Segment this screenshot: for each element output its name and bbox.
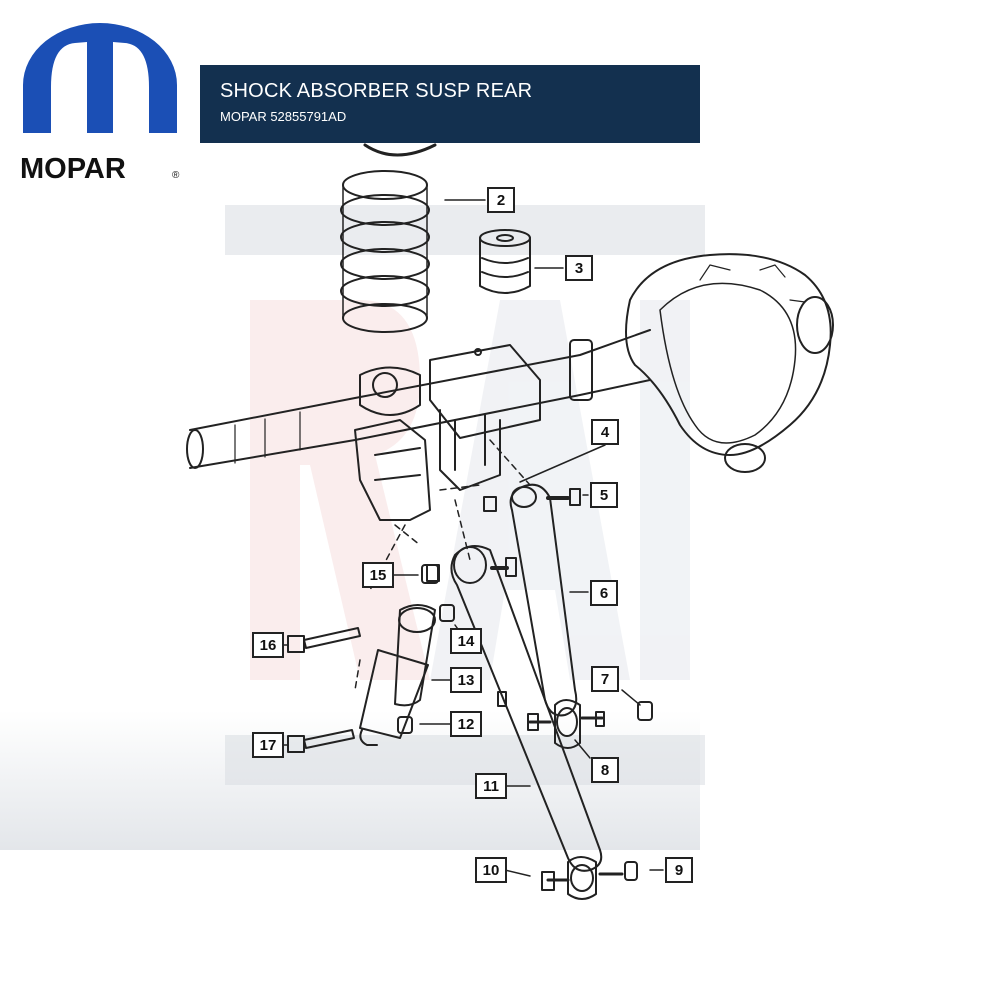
- mopar-wordmark: MOPAR: [20, 153, 126, 185]
- nut-7: [637, 701, 653, 721]
- mopar-logo: MOPAR ®: [15, 15, 185, 185]
- mopar-m-mark: [23, 23, 177, 133]
- bolt-17: [287, 729, 355, 753]
- callout-17[interactable]: 17: [252, 732, 284, 758]
- callout-5[interactable]: 5: [590, 482, 618, 508]
- part-title-banner: SHOCK ABSORBER SUSP REAR MOPAR 52855791A…: [200, 65, 700, 143]
- part-number: MOPAR 52855791AD: [220, 109, 347, 124]
- callout-7[interactable]: 7: [591, 666, 619, 692]
- rear-axle: [186, 253, 834, 473]
- callout-15[interactable]: 15: [362, 562, 394, 588]
- ram-watermark: [225, 205, 705, 785]
- nut-12: [397, 716, 413, 734]
- rear-bushing: [497, 691, 605, 749]
- callout-12[interactable]: 12: [450, 711, 482, 737]
- callout-10[interactable]: 10: [475, 857, 507, 883]
- shock-absorber: [359, 604, 436, 746]
- nut-14: [439, 604, 455, 622]
- jounce-bumper: [479, 229, 531, 294]
- callout-13[interactable]: 13: [450, 667, 482, 693]
- callout-14[interactable]: 14: [450, 628, 482, 654]
- callout-2[interactable]: 2: [487, 187, 515, 213]
- callout-4[interactable]: 4: [591, 419, 619, 445]
- nut-15: [421, 564, 439, 584]
- shock-bracket: [354, 419, 431, 521]
- coil-spring: [340, 170, 430, 333]
- callout-8[interactable]: 8: [591, 757, 619, 783]
- bolt-16: [287, 627, 361, 653]
- spring-seat: [359, 366, 421, 416]
- callout-3[interactable]: 3: [565, 255, 593, 281]
- part-title: SHOCK ABSORBER SUSP REAR: [220, 80, 533, 102]
- registered-mark: ®: [172, 170, 180, 181]
- callout-9[interactable]: 9: [665, 857, 693, 883]
- lower-rear-bushing: [541, 856, 638, 900]
- callout-6[interactable]: 6: [590, 580, 618, 606]
- spring-isolator: [363, 143, 437, 157]
- callout-16[interactable]: 16: [252, 632, 284, 658]
- callout-11[interactable]: 11: [475, 773, 507, 799]
- axle-bracket: [429, 344, 541, 491]
- upper-control-arm: [483, 483, 581, 717]
